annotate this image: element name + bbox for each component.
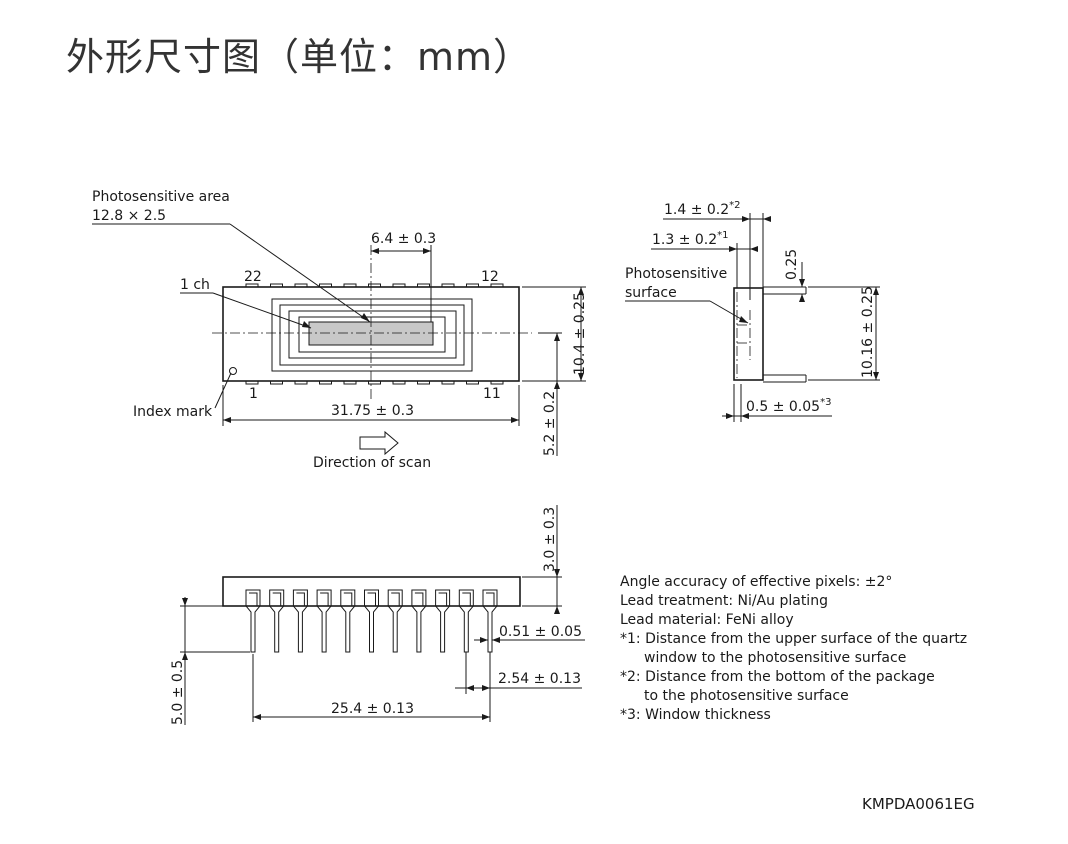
front-lead-inner: [414, 592, 424, 606]
front-lead: [387, 589, 403, 653]
front-lead-inner: [320, 592, 329, 606]
front-lead: [292, 589, 308, 653]
window-thickness-dim: 0.5 ± 0.05*3: [746, 397, 831, 415]
height-dim: 10.16 ± 0.25: [860, 286, 876, 378]
top-view: Index mark Photosensitive area 12.8 × 2.…: [92, 189, 588, 471]
pitch-dim: 2.54 ± 0.13: [498, 671, 581, 687]
bottom-to-surface-note: *2: [729, 200, 740, 211]
front-lead-inner: [296, 592, 305, 606]
index-mark-label: Index mark: [133, 404, 213, 420]
front-lead-inner: [462, 592, 471, 606]
window-frame-3: [288, 310, 457, 359]
document-id: KMPDA0061EG: [862, 795, 975, 813]
front-lead: [316, 589, 332, 653]
pin-span-dim: 5.2 ± 0.2: [542, 391, 558, 456]
width-dim: 10.4 ± 0.25: [572, 292, 588, 375]
front-lead: [364, 589, 379, 653]
bottom-to-surface-value: 1.4 ± 0.2: [664, 202, 729, 218]
photosensitive-area-label: Photosensitive area: [92, 189, 230, 205]
package-body-front: [222, 576, 521, 607]
window-dim: 6.4 ± 0.3: [371, 231, 436, 247]
channel-label: 1 ch: [180, 277, 210, 293]
length-dim: 31.75 ± 0.3: [331, 403, 414, 419]
front-lead-inner: [343, 592, 353, 606]
lead-length-dim: 5.0 ± 0.5: [170, 660, 186, 725]
lead-width-dim: 0.51 ± 0.05: [499, 624, 582, 640]
window-frame-inner: [298, 316, 446, 353]
front-leads: [245, 589, 498, 653]
front-lead-inner: [486, 592, 495, 606]
pin-22-label: 22: [244, 269, 262, 285]
front-lead: [435, 589, 451, 653]
side-view: Photosensitive surface 1.4 ± 0.2*2 1.3 ±…: [625, 200, 880, 422]
note-1-line-1: *1: Distance from the upper surface of t…: [620, 631, 968, 647]
note-lead-treatment: Lead treatment: Ni/Au plating: [620, 593, 828, 609]
front-lead: [245, 589, 261, 653]
body-height-dim: 3.0 ± 0.3: [542, 507, 558, 572]
pin-11-label: 11: [483, 386, 501, 402]
window-frame-2: [279, 304, 465, 366]
window-thickness-value: 0.5 ± 0.05: [746, 399, 820, 415]
package-body-side: [733, 287, 764, 381]
note-2-line-2: to the photosensitive surface: [644, 688, 849, 704]
window-thickness-note: *3: [820, 397, 831, 408]
pin-row-dim: 25.4 ± 0.13: [331, 701, 414, 717]
front-lead: [458, 589, 474, 653]
front-lead-inner: [367, 592, 376, 606]
lead-thickness-dim: 0.25: [784, 249, 800, 280]
front-lead-inner: [249, 592, 258, 606]
window-to-surface-note: *1: [717, 230, 728, 241]
index-mark: [229, 367, 237, 375]
front-lead: [269, 589, 285, 653]
front-lead: [482, 589, 498, 653]
note-3: *3: Window thickness: [620, 707, 771, 723]
scan-direction-label: Direction of scan: [313, 455, 431, 471]
page-title: 外形尺寸图（单位：mm）: [66, 35, 533, 79]
front-view: 3.0 ± 0.3 0.51 ± 0.05 2.54 ± 0.13 5.0 ± …: [170, 505, 585, 725]
note-angle-accuracy: Angle accuracy of effective pixels: ±2°: [620, 574, 893, 590]
window-to-surface-value: 1.3 ± 0.2: [652, 232, 717, 248]
front-lead: [411, 589, 427, 653]
front-lead-inner: [272, 592, 282, 606]
front-lead-inner: [391, 592, 400, 606]
window-frame-outer: [271, 298, 473, 372]
note-lead-material: Lead material: FeNi alloy: [620, 612, 794, 628]
front-lead: [340, 589, 356, 653]
bottom-to-surface-dim: 1.4 ± 0.2*2: [664, 200, 741, 218]
notes: Angle accuracy of effective pixels: ±2° …: [620, 573, 967, 725]
pin-1-label: 1: [249, 386, 258, 402]
scan-direction-arrow: [359, 430, 399, 456]
front-lead-inner: [438, 592, 448, 606]
note-1-line-2: window to the photosensitive surface: [644, 650, 907, 666]
photosensitive-surface-label-1: Photosensitive: [625, 266, 727, 282]
photosensitive-area-size: 12.8 × 2.5: [92, 208, 166, 224]
window-to-surface-dim: 1.3 ± 0.2*1: [652, 230, 729, 248]
pin-12-label: 12: [481, 269, 499, 285]
note-2-line-1: *2: Distance from the bottom of the pack…: [620, 669, 935, 685]
photosensitive-surface-label-2: surface: [625, 285, 677, 301]
